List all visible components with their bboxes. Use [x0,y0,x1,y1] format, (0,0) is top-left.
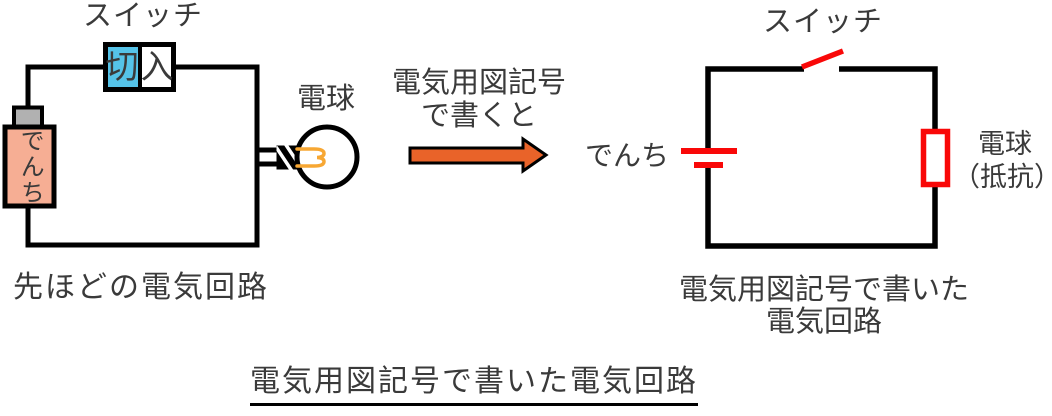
transform-arrow [408,136,549,174]
bulb-glass-circle [294,124,360,190]
switch-off-cell [108,47,138,87]
bulb-filament [295,147,326,168]
schematic-wire-top-left [705,66,804,148]
schematic-wire-bottom [705,168,938,249]
right-battery-label: でんち [585,140,670,171]
left-bulb-label: 電球 [296,83,355,115]
middle-text-line2: で書くと [420,100,537,132]
right-bulb-label-line1: 電球 [978,129,1032,159]
battery-body [2,124,57,209]
page-title-text: 電気用図記号で書いた電気回路 [250,365,698,406]
schematic-switch-symbol [801,48,844,70]
middle-text-line1: 電気用図記号 [391,67,566,99]
schematic-resistor-symbol [920,128,951,188]
left-caption: 先ほどの電気回路 [13,271,269,304]
switch-off-text: 切 [105,48,139,86]
right-bulb-label-line2: （抵抗） [953,162,1052,192]
bulb-lead-wires [255,147,278,167]
right-switch-label: スイッチ [762,6,883,38]
left-battery-label: でんち [16,128,44,206]
right-caption-line1: 電気用図記号で書いた [678,274,969,306]
right-caption: 電気用図記号で書いた 電気回路 [641,274,1007,338]
switch-on-text: 入 [140,48,174,86]
schematic-wire-top-right [839,66,938,131]
right-bulb-label: 電球 （抵抗） [953,128,1052,194]
page-title: 電気用図記号で書いた電気回路 [250,365,698,406]
right-caption-line2: 電気回路 [765,306,882,338]
left-switch-label: スイッチ [82,0,203,32]
left-circuit-wire-loop [25,64,260,248]
